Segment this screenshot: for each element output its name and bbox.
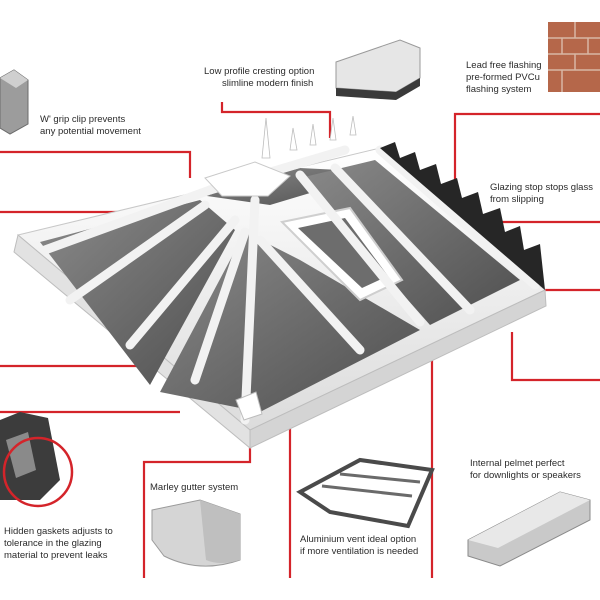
cresting-thumbnail xyxy=(335,39,421,100)
cresting-profile xyxy=(335,39,421,93)
callout-line-flashing xyxy=(453,112,600,180)
label-pelmet: Internal pelmet perfect for downlights o… xyxy=(470,458,581,482)
label-gutter: Marley gutter system xyxy=(150,482,238,494)
cresting-finial-1 xyxy=(261,117,271,159)
glass-pane-left xyxy=(40,200,235,385)
label-cresting: Low profile cresting option slimline mod… xyxy=(204,66,314,90)
pelmet-top xyxy=(468,492,590,548)
label-grip-clip: W' grip clip prevents any potential move… xyxy=(40,114,141,138)
label-cresting-line-2: slimline modern finish xyxy=(222,78,314,89)
roof-rafters xyxy=(40,145,540,425)
jack-rafter-2 xyxy=(125,215,240,350)
label-pelmet-line-2: for downlights or speakers xyxy=(470,470,581,481)
gasket-profile-front xyxy=(6,432,36,478)
jack-rafter-3 xyxy=(190,227,250,385)
grip-clip-top xyxy=(0,70,28,88)
gutter-thumbnail xyxy=(151,499,241,567)
pelmet-thumbnail xyxy=(467,491,591,567)
label-gaskets: Hidden gaskets adjusts to tolerance in t… xyxy=(4,526,113,562)
label-grip-clip-line-2: any potential movement xyxy=(40,126,141,137)
label-glazing-stop: Glazing stop stops glass from slipping xyxy=(490,182,593,206)
callout-line-gutter xyxy=(142,444,252,578)
label-pelmet-line-1: Internal pelmet perfect xyxy=(470,458,565,469)
brick-flashing-thumbnail xyxy=(548,22,600,92)
brick-wall xyxy=(548,22,600,92)
label-gaskets-line-2: tolerance in the glazing xyxy=(4,538,102,549)
vent-frame-outer xyxy=(296,457,435,529)
callout-line-grip-clip xyxy=(0,150,192,178)
roof-vent-glass xyxy=(298,218,388,288)
label-flashing-line-3: flashing system xyxy=(466,84,532,95)
cresting-finial-5 xyxy=(349,115,357,136)
glazing-bar-front xyxy=(255,235,365,355)
label-flashing-line-1: Lead free flashing xyxy=(466,60,542,71)
ridge-cresting xyxy=(261,115,357,159)
label-glazing-stop-line-1: Glazing stop stops glass xyxy=(490,182,593,193)
gutter-end xyxy=(200,500,240,563)
vent-bar-1 xyxy=(321,484,413,498)
jack-rafter-4 xyxy=(295,170,425,327)
jack-rafter-5 xyxy=(330,163,475,315)
label-gutter-line-1: Marley gutter system xyxy=(150,482,239,493)
cresting-finial-2 xyxy=(289,127,298,151)
vent-thumbnail xyxy=(296,457,435,529)
grip-clip-thumbnail xyxy=(0,69,29,135)
label-flashing-line-2: pre-formed PVCu xyxy=(466,72,540,83)
lantern-roof xyxy=(13,115,547,450)
flashing-stepped xyxy=(380,142,545,290)
cresting-finial-3 xyxy=(309,123,317,146)
label-vent: Aluminium vent ideal option if more vent… xyxy=(300,534,418,558)
label-grip-clip-line-1: W' grip clip prevents xyxy=(40,114,126,125)
cresting-profile-dark xyxy=(336,78,420,100)
callout-line-pelmet xyxy=(510,332,600,382)
label-vent-line-2: if more ventilation is needed xyxy=(300,546,419,557)
label-cresting-line-1: Low profile cresting option xyxy=(204,66,315,77)
jack-rafter-1 xyxy=(65,200,210,305)
hip-rafter-right xyxy=(375,145,540,290)
label-gaskets-line-3: material to prevent leaks xyxy=(4,550,108,561)
label-vent-line-1: Aluminium vent ideal option xyxy=(300,534,417,545)
brick-mortar xyxy=(548,22,600,92)
vent-bar-2 xyxy=(339,472,421,484)
corner-cap xyxy=(235,391,263,421)
label-glazing-stop-line-2: from slipping xyxy=(490,194,544,205)
gasket-highlight-circle xyxy=(2,436,74,508)
label-flashing: Lead free flashing pre-formed PVCu flash… xyxy=(466,60,542,96)
label-gaskets-line-1: Hidden gaskets adjusts to xyxy=(4,526,113,537)
cresting-finial-4 xyxy=(329,117,337,141)
glass-pane-front xyxy=(160,232,420,412)
hip-rafter-left xyxy=(40,185,215,255)
hip-rafter-front xyxy=(240,195,260,425)
callout-line-cresting xyxy=(220,102,332,138)
roof-gutter-side xyxy=(249,289,547,449)
gasket-thumbnail xyxy=(0,412,74,508)
ridge-end-cap xyxy=(204,161,291,197)
